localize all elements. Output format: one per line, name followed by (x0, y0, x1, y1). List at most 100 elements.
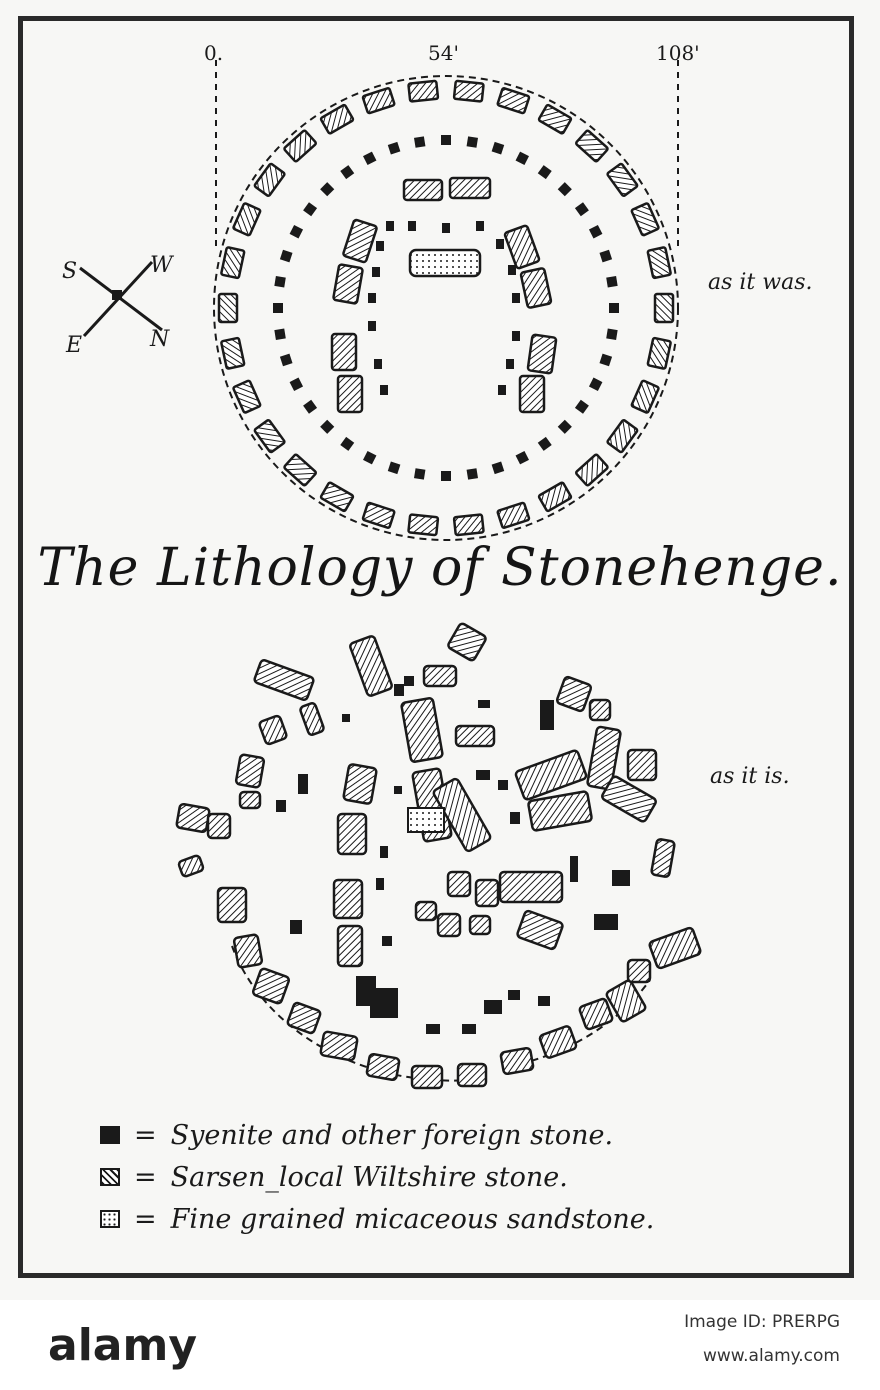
equals-sign: = (134, 1203, 157, 1235)
ruined-sarsen (648, 926, 702, 970)
ruined-sarsen (349, 635, 393, 697)
compass-letter-e: E (65, 333, 82, 358)
ruined-bluestone (370, 988, 398, 1018)
ruined-sarsen (238, 790, 262, 810)
ruined-sarsen (336, 924, 364, 968)
ruined-sarsen (206, 812, 232, 840)
ruined-sarsen (601, 775, 657, 823)
bluestone (574, 399, 589, 414)
bluestone (368, 293, 376, 303)
sarsen-stone (361, 87, 396, 115)
ruined-bluestone (426, 1024, 440, 1034)
ruined-bluestone (376, 878, 384, 890)
sarsen-stone (283, 129, 317, 163)
caption-as-it-was: as it was. (708, 270, 813, 295)
ruined-sarsen (175, 802, 211, 834)
ruined-sarsen (400, 697, 444, 763)
bluestone (289, 225, 304, 239)
bluestone (413, 136, 426, 148)
bluestone (606, 275, 618, 288)
ruined-sarsen (232, 933, 264, 969)
ruined-sarsen (365, 1052, 401, 1082)
sarsen-stone (407, 79, 440, 103)
bluestone-circle (273, 135, 619, 481)
bluestone (491, 461, 505, 475)
sarsen-stone (646, 336, 672, 370)
equals-sign: = (134, 1119, 157, 1151)
ruined-bluestone (570, 856, 578, 882)
ruined-bluestone (380, 846, 388, 858)
stonehenge-diagram: 0. 54' 108' S W E N (62, 41, 702, 1090)
bluestone (274, 328, 286, 341)
sarsen-stone (452, 513, 485, 537)
ruined-sarsen (474, 878, 500, 908)
sarsen-stone (575, 129, 609, 163)
ruined-sarsen (216, 886, 248, 924)
bluestone (408, 221, 416, 231)
bluestone (380, 385, 388, 395)
bluestone (512, 331, 520, 341)
sarsen-stone (606, 419, 639, 454)
bluestone (574, 202, 589, 217)
sarsen-stone (283, 453, 317, 487)
sarsen-stone (606, 162, 639, 197)
bluestone (508, 265, 516, 275)
bluestone (441, 135, 451, 145)
sarsen-stone (253, 162, 286, 197)
ruined-sarsen (436, 912, 462, 938)
bluestone (386, 221, 394, 231)
ruined-bluestone (382, 936, 392, 946)
bluestone (537, 165, 552, 180)
legend-label: Fine grained micaceous sandstone. (170, 1203, 655, 1235)
ruined-sarsen (299, 702, 325, 736)
bluestone (303, 399, 318, 414)
inner-bluestone-horseshoe (368, 221, 520, 395)
altar-stone (408, 248, 482, 278)
ruined-sarsen (514, 749, 588, 801)
sarsen-stone (630, 379, 660, 414)
ruined-bluestone (342, 714, 350, 722)
bluestone (599, 353, 613, 367)
bluestone (413, 468, 426, 480)
ruined-sarsen (432, 777, 492, 853)
bluestone (557, 182, 572, 197)
sandstone-swatch (100, 1210, 120, 1228)
sarsen-stone (653, 292, 675, 324)
bluestone (289, 377, 304, 391)
bluestone (340, 436, 355, 451)
scale-tick-0: 0. (204, 41, 223, 65)
bluestone (340, 165, 355, 180)
ruined-sarsen (626, 958, 652, 984)
outer-sarsen-circle (217, 79, 675, 537)
bluestone (588, 225, 603, 239)
ruined-sarsen (336, 812, 368, 856)
bluestone (609, 303, 619, 313)
ruined-bluestone (276, 800, 286, 812)
fallen-altar-stone (407, 807, 445, 833)
compass-letter-s: S (62, 259, 77, 284)
ruined-bluestone (478, 700, 490, 708)
bluestone (498, 385, 506, 395)
bluestone (273, 303, 283, 313)
ruined-bluestone (594, 914, 618, 930)
bluestone (466, 468, 479, 480)
bluestone (599, 249, 613, 263)
ruined-sarsen (286, 1001, 322, 1035)
ruined-bluestone (394, 786, 402, 794)
ruined-sarsen (454, 724, 496, 748)
equals-sign: = (134, 1161, 157, 1193)
bluestone (303, 202, 318, 217)
bluestone (279, 249, 293, 263)
sarsen-stone (452, 79, 485, 103)
sarsen-stone (575, 453, 609, 487)
sarsen-stone (232, 379, 262, 414)
ruined-bluestone (508, 990, 520, 1000)
caption-as-it-is: as it is. (710, 764, 790, 789)
sarsen-stone (630, 202, 660, 237)
sarsen-stone (253, 419, 286, 454)
bluestone (442, 223, 450, 233)
sarsen-stone (319, 481, 355, 513)
ruined-sarsen (342, 763, 378, 805)
ruined-sarsen (499, 1046, 535, 1076)
bluestone (374, 359, 382, 369)
